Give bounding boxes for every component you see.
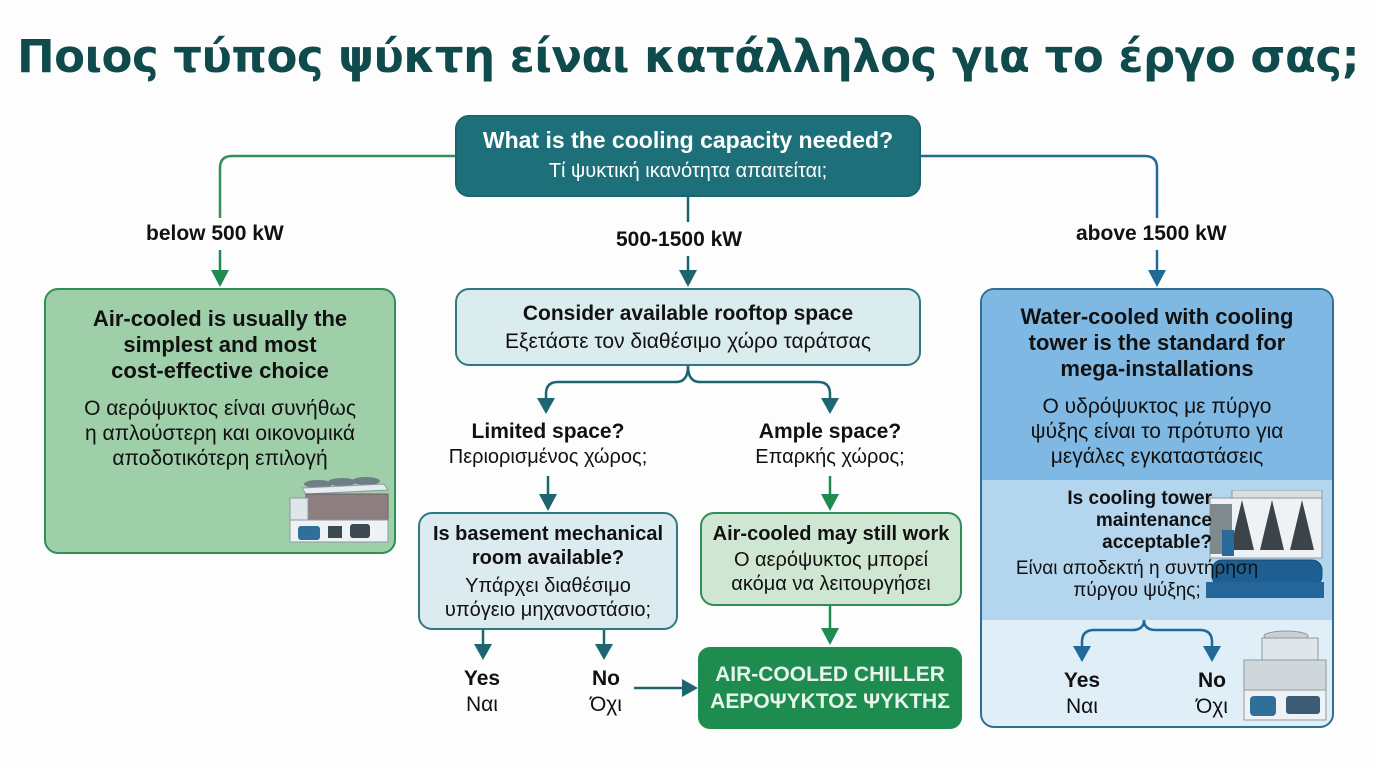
right-en-line: Water-cooled with cooling [1020,304,1294,329]
tower-q-gr-line: πύργου ψύξης; [1073,580,1201,601]
right-gr-line: Ο υδρόψυκτος με πύργο [1042,395,1272,418]
root-question-en: What is the cooling capacity needed? [482,127,894,153]
water-cooled-chiller-icon [1206,490,1324,598]
right-en-line: tower is the standard for [1028,330,1286,355]
left-gr-line: Ο αερόψυκτος είναι συνήθως [84,397,356,420]
result-en: AIR-COOLED CHILLER [715,663,945,686]
branch-label-500-1500: 500-1500 kW [612,228,747,252]
basement-no-label: No Όχι [574,666,638,718]
root-question-gr: Τί ψυκτική ικανότητα απαιτείται; [548,160,828,182]
left-en-line: Air-cooled is usually the [92,306,348,331]
water-cooled-recommendation-node: Water-cooled with cooling tower is the s… [980,288,1334,728]
tower-q-en-line: maintenance [1095,510,1212,531]
tower-no-label: No Όχι [1180,668,1244,720]
left-en-line: cost-effective choice [111,358,329,383]
left-en-line: simplest and most [123,332,317,357]
basement-question-node: Is basement mechanical room available? Υ… [418,512,678,630]
air-cooled-chiller-icon [289,477,389,543]
may-still-gr-line: ακόμα να λειτουργήσει [731,573,931,595]
cooling-tower-question: Is cooling tower maintenance acceptable?… [982,480,1332,620]
root-question-node: What is the cooling capacity needed? Τί … [455,115,921,197]
left-gr-line: η απλούστερη και οικονομικά [84,422,356,445]
ample-en: Ample space? [758,420,902,443]
tower-yes-no-connectors [1073,620,1221,662]
air-cooled-recommendation-node: Air-cooled is usually the simplest and m… [44,288,396,554]
yes-en: Yes [1063,669,1101,692]
tower-q-en-line: Is cooling tower [1067,488,1212,509]
may-still-en: Air-cooled may still work [712,523,950,545]
limited-gr: Περιορισμένος χώρος; [448,446,648,468]
left-gr-line: αποδοτικότερη επιλογή [112,447,328,470]
result-gr: ΑΕΡΟΨΥΚΤΟΣ ΨΥΚΤΗΣ [710,690,950,713]
branch-label-above-1500: above 1500 kW [1072,222,1231,246]
right-en-line: mega-installations [1060,356,1254,381]
rooftop-space-node: Consider available rooftop space Εξετάστ… [455,288,921,366]
branch-label-below-500: below 500 kW [142,222,288,246]
air-cooled-may-work-node: Air-cooled may still work Ο αερόψυκτος μ… [700,512,962,606]
cooling-tower-icon [1243,630,1327,721]
no-en: No [1198,669,1226,692]
page-title: Ποιος τύπος ψύκτη είναι κατάλληλος για τ… [16,30,1360,83]
basement-en-line: room available? [471,547,625,569]
may-still-gr-line: Ο αερόψυκτος μπορεί [733,549,929,571]
tower-yes-label: Yes Ναι [1050,668,1114,720]
tower-q-gr-line: Είναι αποδεκτή η συντήρηση [1015,558,1259,579]
yes-gr: Ναι [1066,695,1098,718]
basement-gr-line: υπόγειο μηχανοστάσιο; [444,599,652,621]
air-cooled-chiller-result: AIR-COOLED CHILLER ΑΕΡΟΨΥΚΤΟΣ ΨΥΚΤΗΣ [698,647,962,729]
right-gr-line: ψύξης είναι το πρότυπο για [1030,420,1284,443]
basement-gr-line: Υπάρχει διαθέσιμο [465,575,631,597]
tower-q-en-line: acceptable? [1102,532,1212,553]
yes-en: Yes [463,667,501,690]
yes-gr: Ναι [466,693,498,716]
no-en: No [592,667,620,690]
right-gr-line: μεγάλες εγκαταστάσεις [1050,445,1264,468]
no-gr: Όχι [590,693,622,716]
basement-en-line: Is basement mechanical [432,523,664,545]
rooftop-gr: Εξετάστε τον διαθέσιμο χώρο ταράτσας [505,330,871,353]
no-gr: Όχι [1196,695,1228,718]
limited-en: Limited space? [471,420,625,443]
rooftop-en: Consider available rooftop space [522,302,854,325]
limited-space-question: Limited space? Περιορισμένος χώρος; [420,420,676,469]
ample-space-question: Ample space? Επαρκής χώρος; [712,420,948,469]
ample-gr: Επαρκής χώρος; [755,446,905,468]
basement-yes-label: Yes Ναι [450,666,514,718]
